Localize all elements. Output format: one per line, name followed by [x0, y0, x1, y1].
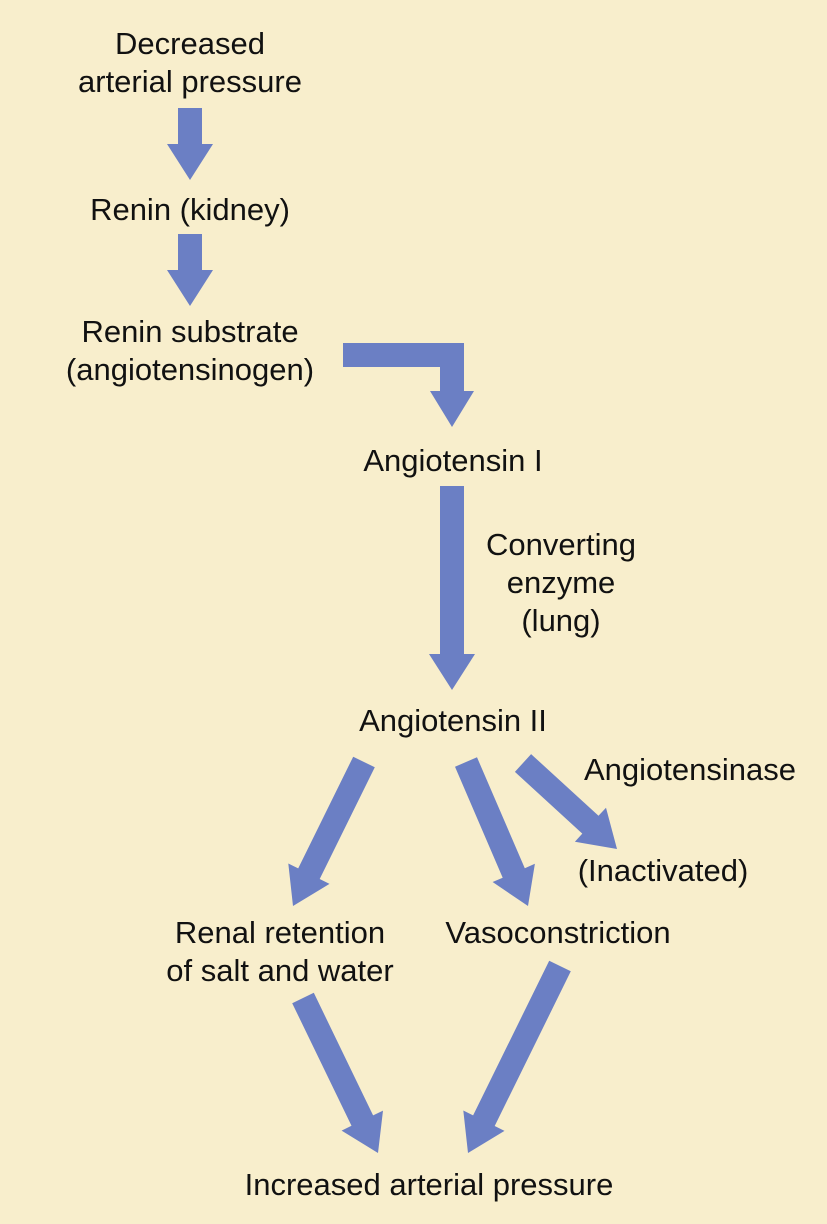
arrow-angio2-to-inactivated — [514, 754, 617, 849]
node-increased-pressure: Increased arterial pressure — [179, 1166, 679, 1204]
node-angiotensin-1: Angiotensin I — [303, 442, 603, 480]
converting-enzyme-line2: enzyme — [506, 565, 616, 600]
renin-line1: Renin (kidney) — [90, 192, 290, 227]
node-renal-retention: Renal retention of salt and water — [130, 914, 430, 990]
node-decreased-pressure: Decreased arterial pressure — [40, 25, 340, 101]
node-angiotensin-2: Angiotensin II — [303, 702, 603, 740]
angiotensin-1-line1: Angiotensin I — [363, 443, 543, 478]
renin-substrate-line2: (angiotensinogen) — [65, 352, 315, 387]
renal-retention-line1: Renal retention — [174, 915, 386, 950]
decreased-pressure-line1: Decreased — [115, 26, 265, 61]
arrow-renin-to-substrate — [167, 234, 213, 306]
node-inactivated: (Inactivated) — [553, 852, 773, 890]
node-vasoconstriction: Vasoconstriction — [408, 914, 708, 952]
increased-pressure-line1: Increased arterial pressure — [244, 1167, 614, 1202]
arrow-substrate-to-angio1 — [343, 343, 474, 427]
arrow-decreased-to-renin — [167, 108, 213, 180]
node-renin: Renin (kidney) — [40, 191, 340, 229]
converting-enzyme-line3: (lung) — [521, 603, 601, 638]
angiotensin-2-line1: Angiotensin II — [359, 703, 547, 738]
node-converting-enzyme: Converting enzyme (lung) — [461, 526, 661, 640]
node-angiotensinase: Angiotensinase — [560, 751, 820, 789]
arrow-renal-retention-to-increased — [292, 992, 383, 1153]
arrow-vasoconstriction-to-increased — [463, 960, 571, 1153]
vasoconstriction-line1: Vasoconstriction — [445, 915, 671, 950]
decreased-pressure-line2: arterial pressure — [78, 64, 302, 99]
converting-enzyme-line1: Converting — [486, 527, 636, 562]
arrow-angio2-to-vasoconstriction — [455, 757, 535, 906]
arrow-angio2-to-renal-retention — [288, 756, 375, 906]
renal-retention-line2: of salt and water — [166, 953, 394, 988]
node-renin-substrate: Renin substrate (angiotensinogen) — [40, 313, 340, 389]
inactivated-line1: (Inactivated) — [577, 853, 749, 888]
arrow-angio1-to-angio2 — [429, 486, 475, 690]
angiotensinase-line1: Angiotensinase — [584, 752, 796, 787]
renin-substrate-line1: Renin substrate — [81, 314, 299, 349]
